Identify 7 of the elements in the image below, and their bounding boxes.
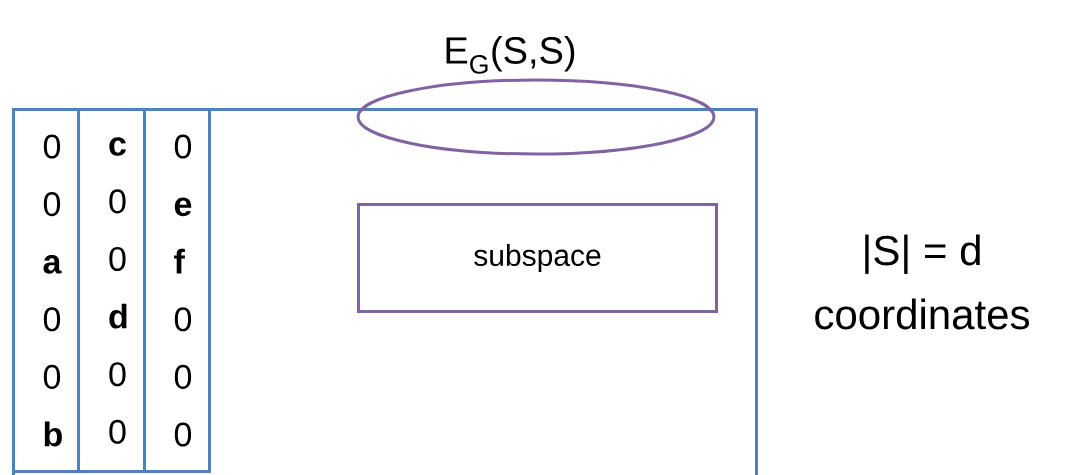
vector-column: 0 e f 0 0 0 <box>143 108 211 473</box>
side-note: |S| = d coordinates <box>815 234 1029 330</box>
vector-column: c 0 0 d 0 0 <box>77 108 146 473</box>
subspace-box: subspace <box>357 203 718 313</box>
outer-box <box>12 108 758 475</box>
vector-column: 0 0 a 0 0 b <box>12 108 80 473</box>
ellipse-label: E$_{G}$(S,S) <box>446 36 575 74</box>
